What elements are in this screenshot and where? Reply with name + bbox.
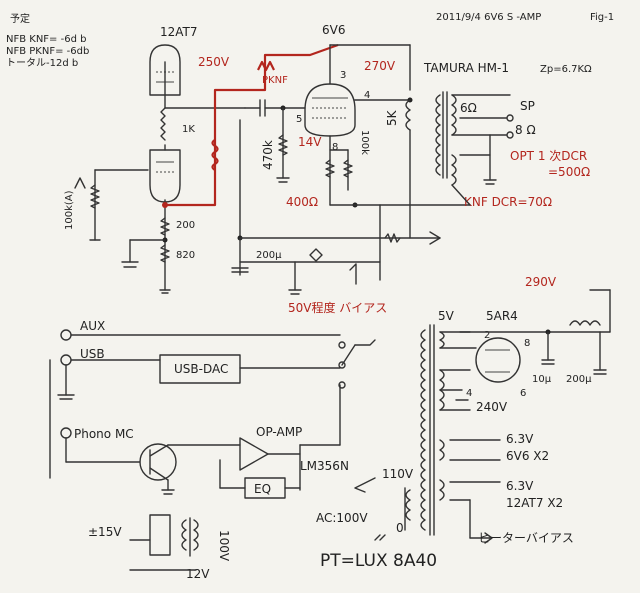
- supply-pm15v: ±15V: [88, 525, 122, 539]
- heater-12at7: 12AT7 X2: [506, 496, 563, 510]
- heater-bias-label: ヒーターバイアス: [478, 531, 574, 545]
- supply-12v: 12V: [186, 567, 210, 581]
- opamp-label: OP-AMP: [256, 425, 302, 439]
- opamp-part: LM356N: [300, 459, 349, 473]
- power-transformer-label: PT=LUX 8A40: [320, 551, 437, 571]
- figure-label: Fig-1: [590, 12, 614, 23]
- voltage-5v: 5V: [438, 309, 455, 323]
- voltage-250v: 250V: [198, 55, 230, 69]
- heater-63v-b: 6.3V: [506, 479, 534, 493]
- voltage-240v: 240V: [476, 400, 508, 414]
- pin-3: 3: [340, 70, 346, 81]
- opt-dcr-label: OPT 1 次DCR: [510, 149, 587, 163]
- total-nfb-note: トータル-12d b: [6, 57, 78, 69]
- rectifier-tube-symbol: [475, 337, 521, 383]
- date-title: 2011/9/4 6V6 S -AMP: [436, 12, 541, 23]
- cap-10u: 10μ: [532, 374, 552, 385]
- nfb-knf-note: NFB KNF= -6d b: [6, 34, 86, 45]
- heater-6v6: 6V6 X2: [506, 449, 549, 463]
- cap-200u-bias: 200μ: [256, 250, 282, 261]
- cap-200u-psu: 200μ: [566, 374, 592, 385]
- bias-voltage: 50V程度 バイアス: [288, 300, 387, 315]
- eq-label: EQ: [254, 482, 271, 496]
- voltage-270v: 270V: [364, 59, 396, 73]
- input-aux-label[interactable]: AUX: [80, 319, 105, 333]
- resistor-100k-label: 100k: [359, 130, 370, 155]
- pin-8b: 8: [524, 338, 530, 349]
- plan-title: 予定: [10, 12, 30, 25]
- primary-0: 0: [396, 521, 404, 535]
- supply-100v: 100V: [217, 530, 231, 562]
- opt-dcr-value: =500Ω: [548, 165, 590, 179]
- resistor-400-label: 400Ω: [286, 195, 318, 209]
- resistor-470k-label: 470k: [261, 140, 275, 170]
- tube-6v6-label: 6V6: [322, 23, 345, 37]
- speaker-label: SP: [520, 99, 535, 113]
- usb-dac-label: USB-DAC: [174, 362, 228, 376]
- tube-5ar4-label: 5AR4: [486, 309, 518, 323]
- transformer-zp: Zp=6.7KΩ: [540, 64, 592, 75]
- pin-4: 4: [364, 90, 370, 101]
- choke-5k-label: 5K: [385, 109, 399, 126]
- heater-63v-a: 6.3V: [506, 432, 534, 446]
- resistor-1k-label: 1K: [182, 124, 195, 135]
- volume-100ka-label: 100k(A): [64, 190, 75, 230]
- transistor-symbol: [139, 443, 177, 481]
- voltage-14v: 14V: [298, 135, 322, 149]
- tap-6ohm: 6Ω: [460, 101, 477, 115]
- tube-6v6-symbol: [304, 83, 356, 137]
- usb-dac-box: [159, 354, 241, 384]
- input-phono-label[interactable]: Phono MC: [74, 427, 134, 441]
- pknf-label: PKNF: [262, 75, 288, 86]
- knf-dcr-label: KNF DCR=70Ω: [464, 195, 552, 209]
- resistor-200-label: 200: [176, 220, 195, 231]
- tube-12at7-label: 12AT7: [160, 25, 198, 39]
- pin-6: 6: [520, 388, 526, 399]
- voltage-290v: 290V: [525, 275, 557, 289]
- primary-ac100v: AC:100V: [316, 511, 368, 525]
- resistor-820-label: 820: [176, 250, 195, 261]
- pin-8: 8: [332, 142, 338, 153]
- tap-8ohm: 8 Ω: [515, 123, 536, 137]
- nfb-pknf-note: NFB PKNF= -6db: [6, 46, 89, 57]
- opamp-symbol: [239, 437, 269, 471]
- input-usb-label[interactable]: USB: [80, 347, 105, 361]
- transformer-name: TAMURA HM-1: [423, 61, 509, 75]
- pin-4b: 4: [466, 388, 472, 399]
- pin-2: 2: [484, 330, 490, 341]
- pin-5: 5: [296, 114, 302, 125]
- primary-110v: 110V: [382, 467, 414, 481]
